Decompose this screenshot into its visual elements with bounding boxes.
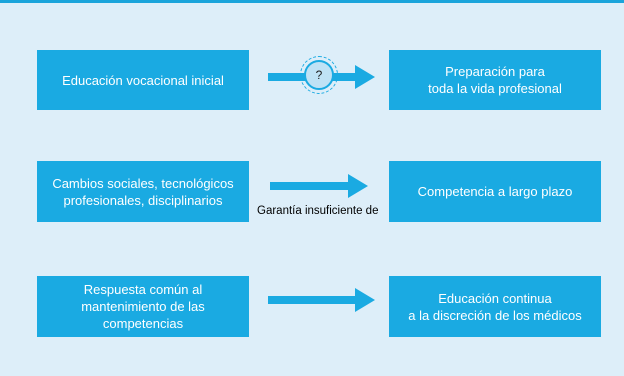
question-mark-icon: ? bbox=[304, 60, 334, 90]
box-common-response: Respuesta común al mantenimiento de las … bbox=[37, 276, 249, 337]
box-continuing-education-label: Educación continua a la discreción de lo… bbox=[408, 290, 582, 323]
question-mark-label: ? bbox=[315, 68, 323, 82]
box-long-term-competence-label: Competencia a largo plazo bbox=[417, 184, 573, 199]
box-social-technological-changes-label: Cambios sociales, tecnológicos profesion… bbox=[52, 175, 234, 208]
box-social-technological-changes: Cambios sociales, tecnológicos profesion… bbox=[37, 161, 249, 222]
box-lifelong-preparation: Preparación para toda la vida profesiona… bbox=[389, 50, 601, 110]
insufficient-guarantee-caption: Garantía insuficiente de bbox=[257, 205, 378, 217]
question-ring bbox=[300, 56, 338, 94]
box-continuing-education: Educación continua a la discreción de lo… bbox=[389, 276, 601, 337]
box-long-term-competence: Competencia a largo plazo bbox=[389, 161, 601, 222]
insufficient-guarantee-label: Garantía insuficiente de bbox=[257, 205, 379, 217]
box-lifelong-preparation-label: Preparación para toda la vida profesiona… bbox=[428, 64, 562, 96]
box-common-response-label: Respuesta común al mantenimiento de las … bbox=[81, 282, 205, 331]
box-initial-vocational-education: Educación vocacional inicial bbox=[37, 50, 249, 110]
box-initial-vocational-education-label: Educación vocacional inicial bbox=[62, 72, 224, 88]
